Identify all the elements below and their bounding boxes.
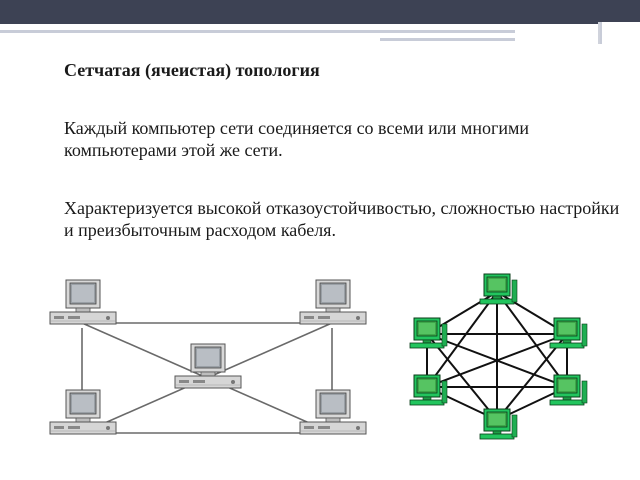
- paragraph-characteristics: Характеризуется высокой отказоустойчивос…: [64, 198, 620, 240]
- right-cable-lines: [426, 291, 568, 421]
- computer-icon: [479, 273, 518, 305]
- computer-icon: [49, 279, 117, 325]
- title-bar-band: [0, 0, 640, 24]
- computer-icon: [299, 389, 367, 435]
- accent-line-short: [380, 38, 515, 41]
- slide-title: Сетчатая (ячеистая) топология: [64, 60, 320, 80]
- accent-tab: [600, 22, 640, 44]
- accent-line: [0, 30, 515, 33]
- right-full-mesh-diagram: [409, 273, 588, 440]
- computer-icon: [549, 374, 588, 406]
- cable-tl-center: [81, 322, 208, 379]
- topology-diagrams: [49, 273, 588, 440]
- cable-tr-center: [206, 322, 333, 379]
- computer-icon: [409, 374, 448, 406]
- paragraph-definition: Каждый компьютер сети соединяется со все…: [64, 118, 529, 160]
- computer-icon: [174, 343, 242, 389]
- accent-tab-shadow: [598, 22, 600, 44]
- computer-icon: [549, 317, 588, 349]
- computer-icon: [299, 279, 367, 325]
- computer-icon: [49, 389, 117, 435]
- left-mesh-diagram: [49, 279, 367, 435]
